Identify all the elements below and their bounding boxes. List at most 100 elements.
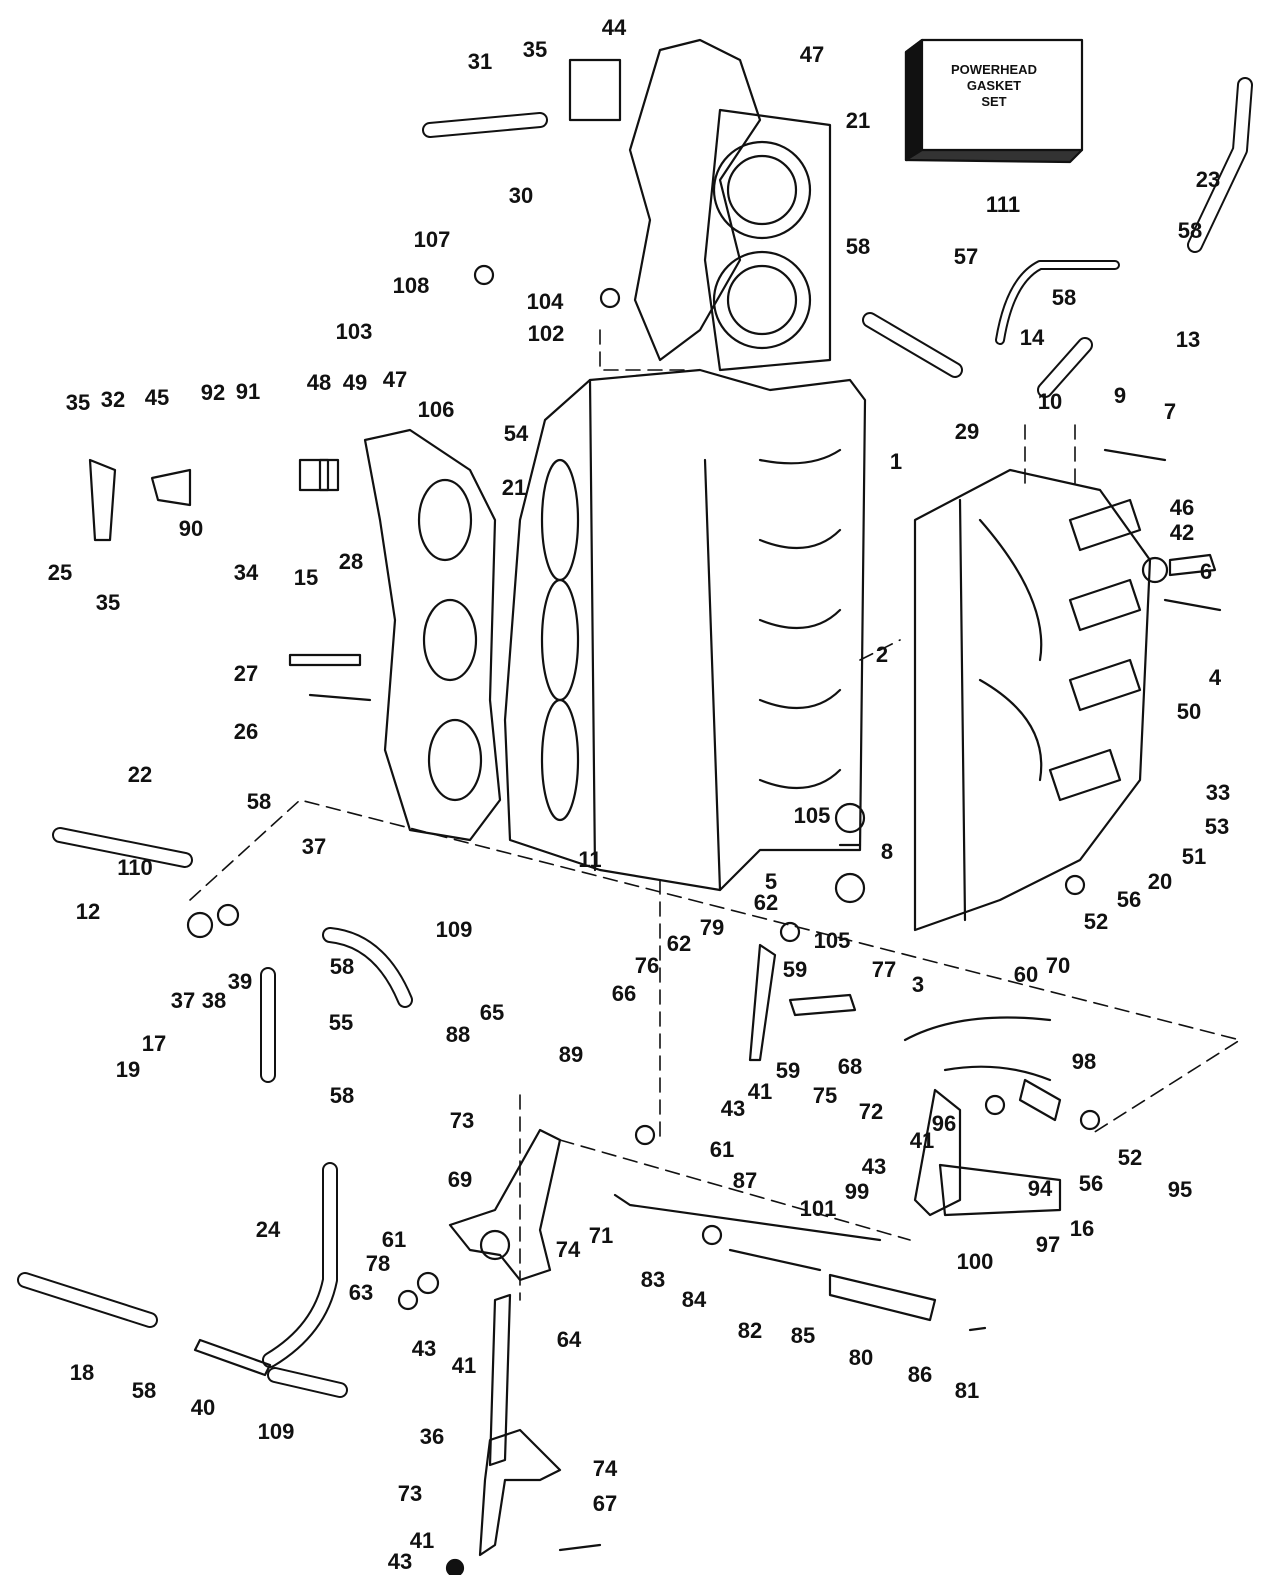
callout-76: 76 (634, 953, 660, 978)
callout-43: 43 (720, 1096, 746, 1121)
callout-41: 41 (747, 1079, 773, 1104)
callout-5: 5 (764, 869, 778, 894)
callout-21: 21 (845, 108, 871, 133)
callout-14: 14 (1019, 325, 1045, 350)
callout-52: 52 (1117, 1145, 1143, 1170)
callout-40: 40 (190, 1395, 216, 1420)
callout-2: 2 (875, 642, 889, 667)
callout-58: 58 (329, 954, 355, 979)
callout-50: 50 (1176, 699, 1202, 724)
small-parts (88, 58, 1222, 1575)
callout-70: 70 (1045, 953, 1071, 978)
callout-37: 37 (301, 834, 327, 859)
callout-98: 98 (1071, 1049, 1097, 1074)
callout-43: 43 (861, 1154, 887, 1179)
callout-82: 82 (737, 1318, 763, 1343)
callout-85: 85 (790, 1323, 816, 1348)
callout-61: 61 (709, 1137, 735, 1162)
callout-45: 45 (144, 385, 170, 410)
callout-80: 80 (848, 1345, 874, 1370)
callout-16: 16 (1069, 1216, 1095, 1241)
callout-96: 96 (931, 1111, 957, 1136)
callout-38: 38 (201, 988, 227, 1013)
callout-64: 64 (556, 1327, 582, 1352)
callout-84: 84 (681, 1287, 707, 1312)
callout-69: 69 (447, 1167, 473, 1192)
callout-109: 109 (257, 1419, 295, 1444)
callout-75: 75 (812, 1083, 838, 1108)
callout-51: 51 (1181, 844, 1207, 869)
callout-97: 97 (1035, 1232, 1061, 1257)
gasket-set-line-2: GASKET (966, 78, 1022, 93)
callout-52: 52 (1083, 909, 1109, 934)
callout-47: 47 (799, 42, 825, 67)
callout-68: 68 (837, 1054, 863, 1079)
callout-56: 56 (1078, 1171, 1104, 1196)
callout-29: 29 (954, 419, 980, 444)
callout-8: 8 (880, 839, 894, 864)
callout-3: 3 (911, 972, 925, 997)
linkage-parts (448, 943, 1062, 1557)
callout-22: 22 (127, 762, 153, 787)
callout-58: 58 (1177, 218, 1203, 243)
callout-32: 32 (100, 387, 126, 412)
callout-105: 105 (793, 803, 831, 828)
callout-4: 4 (1208, 665, 1222, 690)
gasket-set-box (904, 38, 1084, 164)
callout-10: 10 (1037, 389, 1063, 414)
callout-66: 66 (611, 981, 637, 1006)
callout-111: 111 (985, 192, 1021, 217)
callout-86: 86 (907, 1362, 933, 1387)
callout-94: 94 (1027, 1176, 1053, 1201)
cylinder-head-left (363, 428, 502, 842)
callout-58: 58 (1051, 285, 1077, 310)
callout-41: 41 (909, 1128, 935, 1153)
callout-58: 58 (131, 1378, 157, 1403)
callout-25: 25 (47, 560, 73, 585)
callout-60: 60 (1013, 962, 1039, 987)
callout-27: 27 (233, 661, 259, 686)
callout-35: 35 (95, 590, 121, 615)
callout-99: 99 (844, 1179, 870, 1204)
callout-15: 15 (293, 565, 319, 590)
callout-89: 89 (558, 1042, 584, 1067)
callout-87: 87 (732, 1168, 758, 1193)
callout-109: 109 (435, 917, 473, 942)
callout-63: 63 (348, 1280, 374, 1305)
callout-61: 61 (381, 1227, 407, 1252)
callout-30: 30 (508, 183, 534, 208)
callout-91: 91 (235, 379, 261, 404)
callout-11: 11 (578, 847, 602, 872)
callout-7: 7 (1163, 399, 1177, 424)
crankcase-right (913, 468, 1152, 932)
callout-103: 103 (335, 319, 373, 344)
callout-92: 92 (200, 380, 226, 405)
callout-81: 81 (954, 1378, 980, 1403)
callout-43: 43 (387, 1549, 413, 1574)
callout-43: 43 (411, 1336, 437, 1361)
callout-6: 6 (1199, 559, 1213, 584)
callout-79: 79 (699, 915, 725, 940)
callout-58: 58 (845, 234, 871, 259)
callout-71: 71 (588, 1223, 614, 1248)
gasket-set-line-1: POWERHEAD (951, 62, 1037, 77)
callout-28: 28 (338, 549, 364, 574)
callout-62: 62 (666, 931, 692, 956)
callout-53: 53 (1204, 814, 1230, 839)
callout-37: 37 (170, 988, 196, 1013)
callout-35: 35 (522, 37, 548, 62)
callout-105: 105 (813, 928, 851, 953)
gasket-set-label: POWERHEAD GASKET SET (912, 62, 1076, 110)
callout-73: 73 (449, 1108, 475, 1133)
callout-104: 104 (526, 289, 564, 314)
dashed-guides (189, 329, 1241, 1301)
callout-90: 90 (178, 516, 204, 541)
callout-26: 26 (233, 719, 259, 744)
hoses (17, 77, 1253, 1398)
callout-57: 57 (953, 244, 979, 269)
callout-9: 9 (1113, 383, 1127, 408)
callout-59: 59 (782, 957, 808, 982)
callout-110: 110 (117, 855, 153, 880)
callout-72: 72 (858, 1099, 884, 1124)
